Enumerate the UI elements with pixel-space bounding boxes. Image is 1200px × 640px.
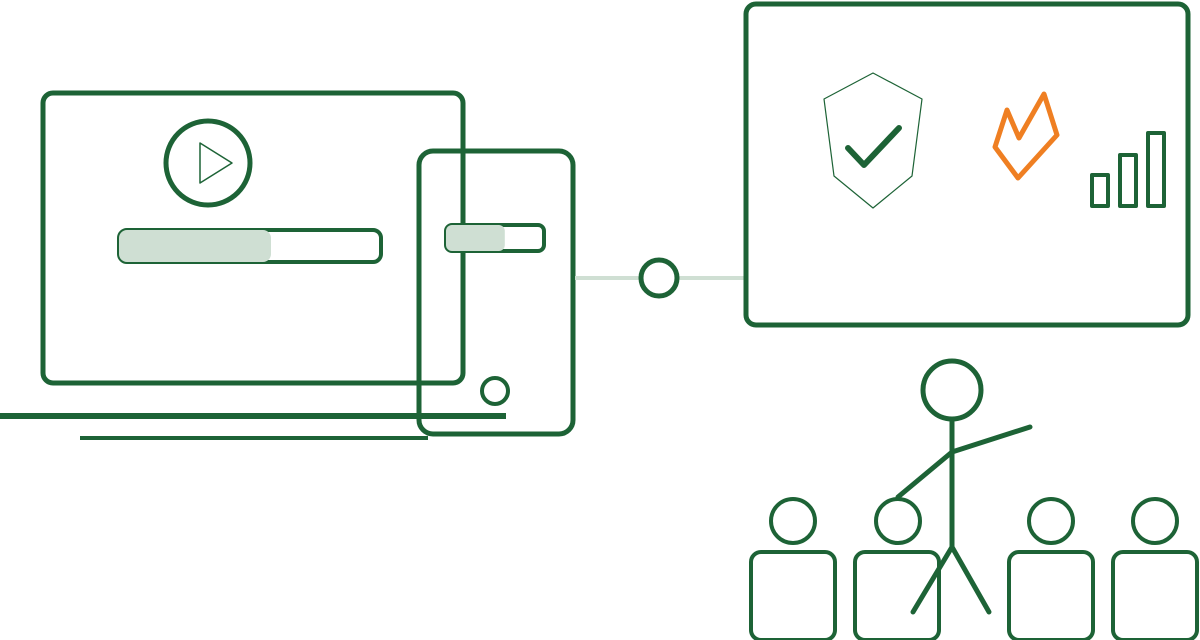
dashboard-frame — [743, 1, 1191, 328]
phone — [416, 148, 576, 437]
dashboard-board — [743, 1, 1191, 328]
seated-person — [1007, 497, 1095, 640]
seated-person — [749, 497, 837, 640]
phone-progress-fill — [446, 225, 505, 251]
phone-progress-bar — [444, 223, 546, 253]
audience — [749, 497, 1199, 640]
phone-body — [416, 148, 576, 437]
presenter-head — [920, 358, 984, 422]
presenter — [895, 358, 1033, 615]
flame-icon — [992, 91, 1060, 181]
phone-home-button — [480, 376, 510, 406]
shield-check-icon — [823, 72, 923, 209]
laptop-progress-fill — [119, 230, 271, 262]
seated-person — [853, 497, 941, 640]
seated-person — [1111, 497, 1199, 640]
connector — [575, 257, 745, 299]
laptop-progress-bar — [117, 228, 383, 264]
signal-bars-icon — [1090, 131, 1166, 208]
laptop — [0, 90, 506, 440]
play-icon — [163, 118, 253, 208]
connector-node — [638, 257, 680, 299]
